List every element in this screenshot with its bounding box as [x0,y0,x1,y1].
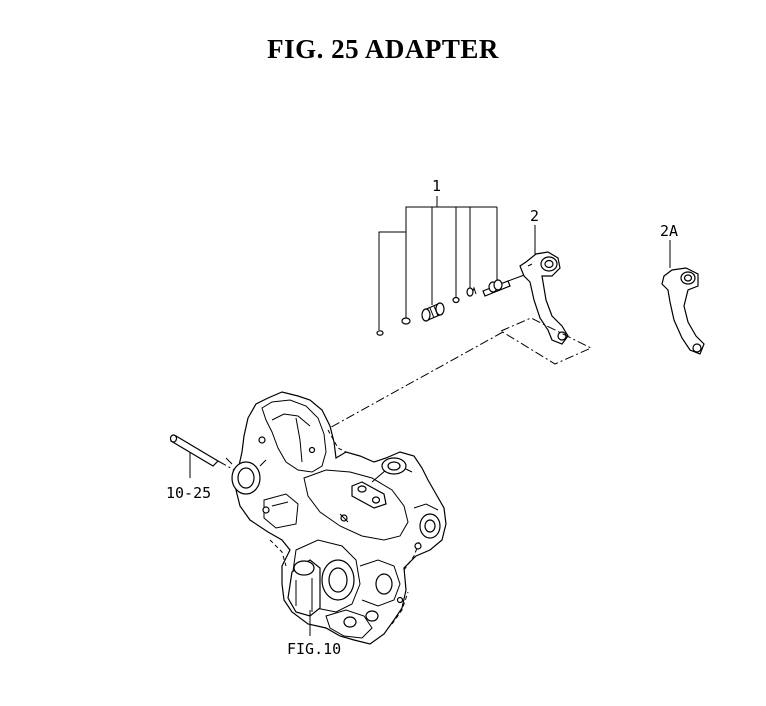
snap-ring [376,330,384,336]
pin-callout-label: 10-25 [166,484,211,502]
callout-2-label: 2 [530,207,539,225]
gear-case-housing [225,391,447,645]
pin-10-25: 10-25 [166,434,239,502]
spring [466,286,477,297]
fig-10-reference: FIG.10 [287,610,341,658]
o-ring [452,296,460,304]
callout-1-label: 1 [432,177,441,195]
fig-ref-label: FIG.10 [287,640,341,658]
callout-2a-label: 2A [660,222,678,240]
small-parts [376,273,528,336]
lever-2a: 2A [660,222,705,355]
washer [401,317,411,325]
figure-title: FIG. 25 ADAPTER [267,34,499,64]
pin-shaft [482,273,528,297]
callout-1-bracket: 1 [378,177,498,330]
bushing [421,302,445,322]
lever-2: 2 [519,207,569,345]
